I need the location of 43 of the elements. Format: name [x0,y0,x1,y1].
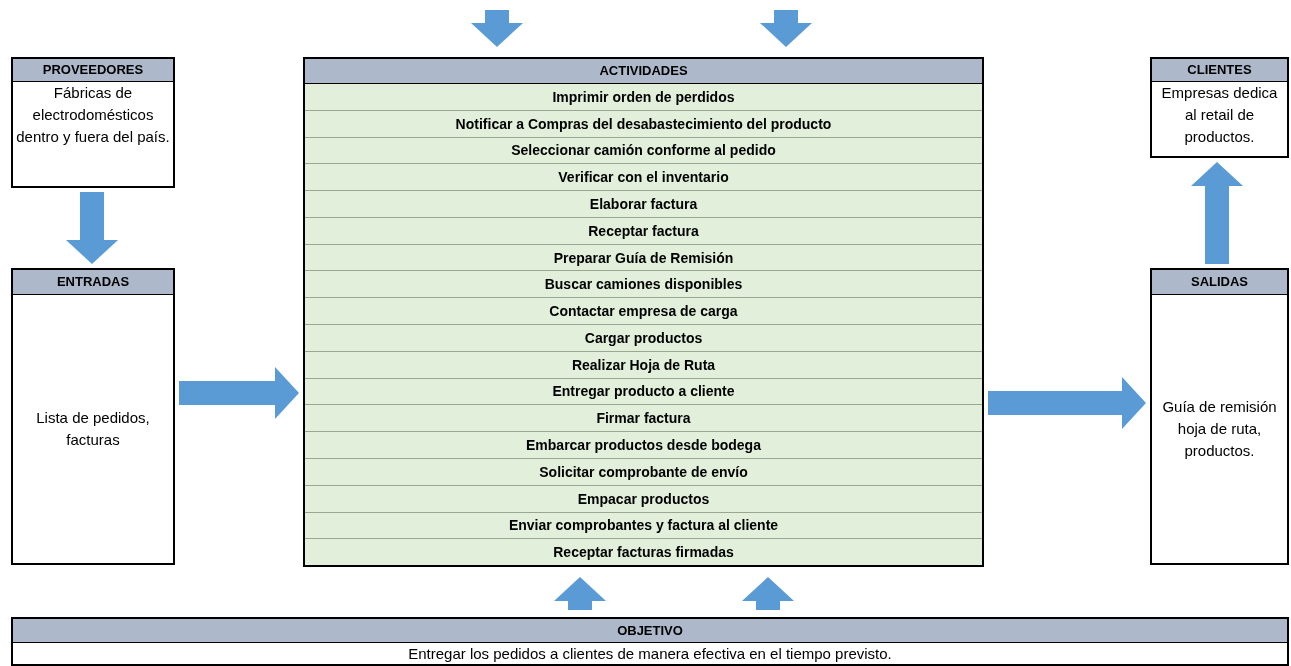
panel-header: OBJETIVO [13,619,1287,643]
process-panel [11,268,175,565]
block-arrow [988,377,1146,429]
block-arrow [760,10,812,47]
activity-row: Enviar comprobantes y factura al cliente [305,512,982,540]
activity-row: Notificar a Compras del desabastecimiento del producto [305,110,982,138]
activity-row: Embarcar productos desde bodega [305,432,982,459]
process-panel [11,57,175,188]
process-panel [1150,268,1289,565]
panel-header: ACTIVIDADES [305,59,982,84]
block-arrow [471,10,523,47]
block-arrow [1191,162,1243,264]
block-arrow [554,577,606,610]
panel-text: Lista de pedidos, facturas [35,408,151,450]
activity-row: Realizar Hoja de Ruta [305,351,982,379]
activity-row: Elaborar factura [305,191,982,218]
activity-row: Entregar producto a cliente [305,378,982,406]
activity-row: Empacar productos [305,485,982,513]
activity-row: Seleccionar camión conforme al pedido [305,137,982,165]
activity-row: Receptar factura [305,217,982,245]
panel-text: Entregar los pedidos a clientes de manera efectiva en el tiempo previsto. [408,644,892,664]
panel-header: PROVEEDORES [13,59,173,82]
panel-header: CLIENTES [1152,59,1287,82]
activity-row: Solicitar comprobante de envío [305,458,982,486]
activity-row: Contactar empresa de carga [305,298,982,326]
process-panel [11,617,1289,666]
activity-row: Buscar camiones disponibles [305,271,982,299]
panel-text: Empresas dedica al retail de productos. [1160,83,1279,147]
activity-row: Preparar Guía de Remisión [305,244,982,272]
activity-row: Imprimir orden de perdidos [305,84,982,111]
activity-row: Verificar con el inventario [305,164,982,192]
process-panel [1150,57,1289,158]
panel-text: Fábricas de electrodomésticos dentro y fuera del país. [15,83,171,147]
block-arrow [742,577,794,610]
panel-header: SALIDAS [1152,270,1287,295]
activity-row: Cargar productos [305,325,982,352]
process-panel [303,57,984,567]
block-arrow [179,367,299,419]
activity-row: Receptar facturas firmadas [305,539,982,566]
block-arrow [66,192,118,264]
panel-text: Guía de remisión hoja de ruta, productos. [1161,397,1278,461]
activity-row: Firmar factura [305,405,982,433]
panel-header: ENTRADAS [13,270,173,295]
